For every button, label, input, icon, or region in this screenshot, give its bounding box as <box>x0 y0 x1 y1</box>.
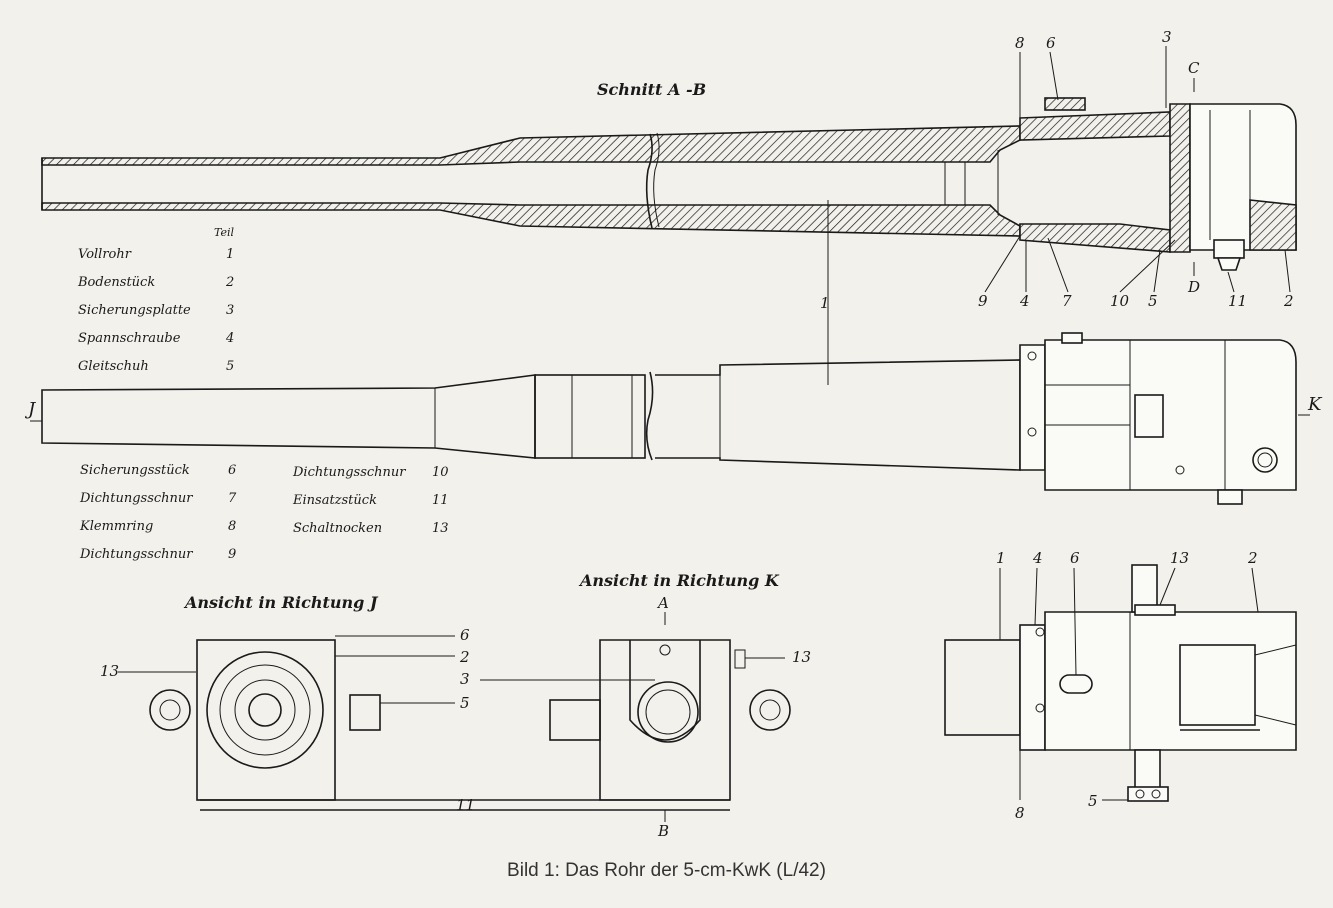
part-name: Sicherungsstück <box>80 463 190 478</box>
mark-a: A <box>656 594 669 612</box>
view-k-drawing: A B 13 <box>549 594 811 840</box>
callout-2-j: 2 <box>459 648 470 666</box>
part-number: 11 <box>432 493 449 508</box>
callout-13-k: 13 <box>792 648 811 666</box>
part-number: 10 <box>432 465 449 480</box>
callout-8-top: 8 <box>1015 34 1025 52</box>
part-number: 8 <box>228 519 236 534</box>
top-view-drawing <box>944 564 1297 802</box>
callout-6-j: 6 <box>460 626 470 644</box>
callout-9: 9 <box>978 292 988 310</box>
part-name: Dichtungsschnur <box>79 547 193 562</box>
callout-1: 1 <box>820 294 830 312</box>
callout-6-top-view: 6 <box>1070 549 1080 567</box>
callout-7: 7 <box>1062 292 1072 310</box>
callout-4-top: 4 <box>1032 549 1043 567</box>
barrel-section: C D <box>41 59 1297 296</box>
part-number: 5 <box>226 359 234 374</box>
mark-c: C <box>1188 59 1200 77</box>
callout-3-j: 3 <box>460 670 470 688</box>
callout-2: 2 <box>1283 292 1294 310</box>
callout-5: 5 <box>1148 292 1158 310</box>
part-name: Klemmring <box>79 519 153 534</box>
part-name: Einsatzstück <box>292 493 377 508</box>
callout-13-top: 13 <box>1170 549 1189 567</box>
part-number: 3 <box>226 303 234 318</box>
part-name: Vollrohr <box>78 247 132 262</box>
part-number: 2 <box>225 275 234 290</box>
callout-1-top: 1 <box>996 549 1006 567</box>
part-number: 7 <box>228 491 237 506</box>
part-name: Schaltnocken <box>293 521 382 536</box>
view-j-drawing <box>149 639 730 811</box>
callout-5-j: 5 <box>460 694 470 712</box>
callout-11-j: 11 <box>456 796 475 814</box>
section-callouts-top: 8 6 3 <box>1015 28 1172 120</box>
callout-2-top: 2 <box>1247 549 1258 567</box>
part-name: Spannschraube <box>78 331 181 346</box>
barrel-side-view: J K 1 <box>24 200 1323 505</box>
mark-j: J <box>24 399 37 420</box>
callout-13-j: 13 <box>100 662 119 680</box>
callout-6-top: 6 <box>1046 34 1056 52</box>
view-j-callouts: 13 6 2 3 5 11 <box>100 626 655 814</box>
top-view-callouts: 1 4 6 13 2 8 5 <box>996 549 1259 822</box>
callout-3-top: 3 <box>1162 28 1172 46</box>
part-number: 4 <box>225 331 234 346</box>
part-name: Dichtungsschnur <box>79 491 193 506</box>
mark-k: K <box>1307 394 1323 415</box>
part-name: Bodenstück <box>77 275 155 290</box>
figure-caption: Bild 1: Das Rohr der 5-cm-KwK (L/42) <box>507 860 826 881</box>
section-title: Schnitt A -B <box>597 80 706 99</box>
view-j-title: Ansicht in Richtung J <box>183 593 379 612</box>
callout-5-bottom: 5 <box>1088 792 1098 810</box>
parts-header: Teil <box>214 226 235 239</box>
mark-d: D <box>1187 278 1200 296</box>
part-number: 6 <box>228 463 236 478</box>
part-name: Gleitschuh <box>78 359 149 374</box>
part-number: 13 <box>432 521 449 536</box>
callout-10: 10 <box>1110 292 1130 310</box>
section-callouts-bottom: 9 4 7 10 5 11 2 <box>978 235 1294 310</box>
part-number: 9 <box>228 547 236 562</box>
callout-11: 11 <box>1228 292 1247 310</box>
part-name: Sicherungsplatte <box>78 303 191 318</box>
callout-4: 4 <box>1019 292 1030 310</box>
part-name: Dichtungsschnur <box>292 465 406 480</box>
part-number: 1 <box>226 247 234 262</box>
callout-8-bottom: 8 <box>1015 804 1025 822</box>
mark-b: B <box>657 822 669 840</box>
view-k-title: Ansicht in Richtung K <box>578 571 780 590</box>
